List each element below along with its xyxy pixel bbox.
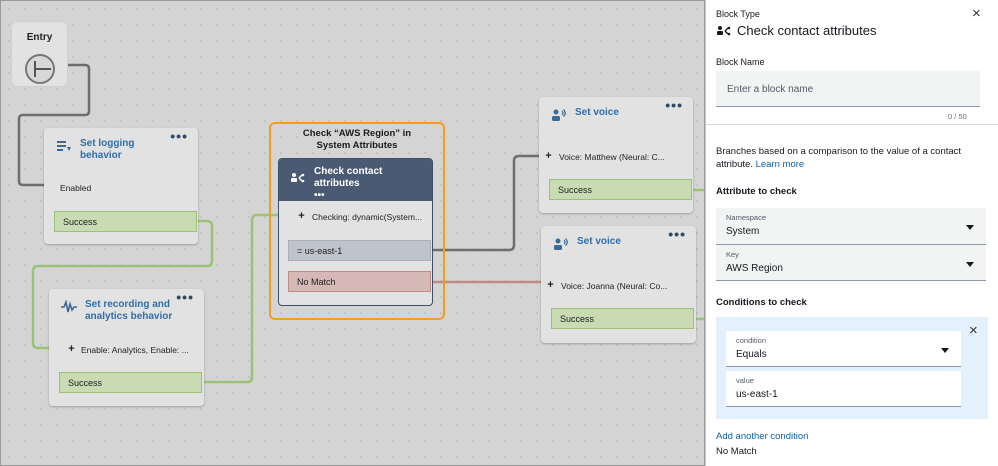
block-detail: Checking: dynamic(System... [312, 212, 422, 222]
frame-title-line1: Check “AWS Region” in [276, 128, 438, 140]
attribute-heading: Attribute to check [716, 186, 797, 197]
divider [706, 124, 998, 125]
block-header: Set logging behavior ••• [44, 128, 198, 174]
value-text: us-east-1 [736, 389, 778, 400]
block-detail: Voice: Joanna (Neural: Co... [561, 281, 667, 291]
block-header: Set voice ••• [539, 97, 693, 143]
frame-title: Check “AWS Region” in System Attributes [276, 128, 438, 152]
expand-plus-icon[interactable]: + [296, 211, 307, 222]
condition-caption: condition [736, 336, 766, 345]
block-check-contact-attributes[interactable]: Check contact attributes ••• + Checking:… [278, 158, 433, 306]
condition-card: × condition Equals value us-east-1 [716, 317, 988, 419]
block-set-voice-matthew[interactable]: Set voice ••• + Voice: Matthew (Neural: … [539, 97, 693, 213]
block-title-line2: behavior [80, 150, 188, 162]
branch-success[interactable]: Success [59, 372, 202, 393]
block-type-value: Check contact attributes [737, 23, 876, 38]
block-header: Set voice ••• [541, 226, 696, 272]
block-header-selected: Check contact attributes ••• [279, 159, 432, 201]
voice-icon [551, 108, 567, 122]
branch-success[interactable]: Success [551, 308, 694, 329]
namespace-select[interactable]: Namespace System [716, 208, 986, 245]
block-type-label: Block Type [716, 9, 760, 19]
branch-success[interactable]: Success [54, 211, 197, 232]
block-name-input[interactable]: Enter a block name [716, 71, 980, 107]
value-input[interactable]: value us-east-1 [726, 371, 961, 407]
logging-icon [56, 139, 72, 153]
branch-success[interactable]: Success [549, 179, 692, 200]
more-options-icon[interactable]: ••• [668, 228, 686, 240]
block-set-recording[interactable]: Set recording and analytics behavior •••… [49, 289, 204, 406]
namespace-caption: Namespace [726, 213, 766, 222]
chevron-down-icon [966, 225, 974, 230]
chevron-down-icon [966, 262, 974, 267]
waveform-icon [61, 300, 77, 314]
block-detail: Voice: Matthew (Neural: C... [559, 152, 665, 162]
more-options-icon[interactable]: ••• [314, 190, 325, 201]
block-name-placeholder: Enter a block name [727, 84, 813, 95]
voice-icon [553, 237, 569, 251]
block-set-logging[interactable]: Set logging behavior ••• Enabled Success [44, 128, 198, 244]
condition-select[interactable]: condition Equals [726, 331, 961, 367]
conditions-heading: Conditions to check [716, 297, 807, 308]
key-select[interactable]: Key AWS Region [716, 245, 986, 281]
expand-plus-icon[interactable]: + [543, 151, 554, 162]
namespace-value: System [726, 226, 759, 237]
branch-no-match[interactable]: No Match [288, 271, 431, 292]
more-options-icon[interactable]: ••• [170, 130, 188, 142]
block-detail: Enabled [60, 183, 91, 193]
chevron-down-icon [941, 348, 949, 353]
description-text: Branches based on a comparison to the va… [716, 146, 961, 170]
more-options-icon[interactable]: ••• [176, 291, 194, 303]
value-caption: value [736, 376, 754, 385]
check-attributes-icon [716, 24, 732, 42]
block-set-voice-joanna[interactable]: Set voice ••• + Voice: Joanna (Neural: C… [541, 226, 696, 343]
expand-plus-icon[interactable]: + [545, 280, 556, 291]
block-name-label: Block Name [716, 57, 765, 67]
block-title-line2: attributes [314, 178, 424, 190]
branch-equals[interactable]: = us-east-1 [288, 240, 431, 261]
key-value: AWS Region [726, 263, 783, 274]
entry-node[interactable]: Entry [11, 21, 68, 87]
check-attributes-icon [290, 172, 306, 187]
block-config-panel: Block Type × Check contact attributes Bl… [705, 0, 998, 466]
add-condition-link[interactable]: Add another condition [716, 431, 808, 442]
expand-plus-icon[interactable]: + [66, 344, 77, 355]
no-match-label: No Match [716, 446, 757, 457]
remove-condition-icon[interactable]: × [969, 322, 978, 339]
entry-connector-icon[interactable] [25, 54, 55, 84]
close-icon[interactable]: × [972, 5, 981, 22]
block-title-line1: Check contact [314, 166, 424, 178]
frame-title-line2: System Attributes [276, 140, 438, 152]
learn-more-link[interactable]: Learn more [756, 159, 805, 170]
entry-label: Entry [12, 32, 67, 43]
block-header: Set recording and analytics behavior ••• [49, 289, 204, 335]
char-count: 0 / 50 [948, 112, 967, 121]
key-caption: Key [726, 250, 739, 259]
flow-canvas[interactable]: Entry Set logging behavior ••• Enabled S… [0, 0, 705, 466]
more-options-icon[interactable]: ••• [665, 99, 683, 111]
block-detail: Enable: Analytics, Enable: ... [81, 345, 189, 355]
block-title-line2: analytics behavior [85, 311, 194, 323]
block-description: Branches based on a comparison to the va… [716, 145, 986, 171]
condition-value: Equals [736, 349, 767, 360]
